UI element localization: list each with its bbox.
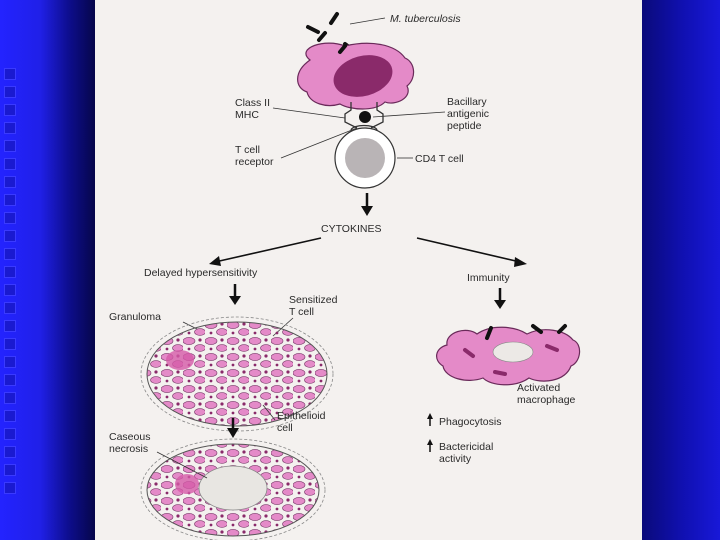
arrow-down-icon — [229, 284, 241, 305]
activated-nuclei — [463, 344, 559, 376]
label-cd4-t-cell: CD4 T cell — [415, 153, 464, 165]
tuberculosis-immunity-diagram: M. tuberculosis Class II MHC Bacillary a… — [95, 0, 642, 540]
label-caseous: Caseous — [109, 431, 150, 443]
label-granuloma: Granuloma — [109, 311, 161, 323]
label-mhc: MHC — [235, 109, 259, 121]
branch-arrows — [209, 237, 527, 267]
antigen-peptide-icon — [359, 111, 371, 123]
macrophage-nucleus — [333, 55, 393, 97]
leader-line — [349, 17, 386, 25]
label-antigenic: antigenic — [447, 108, 489, 120]
label-immunity: Immunity — [467, 272, 510, 284]
label-class-ii: Class II — [235, 97, 270, 109]
label-phagocytosis: Phagocytosis — [439, 416, 501, 428]
phagosome — [492, 341, 534, 363]
bacilli-icon — [485, 324, 567, 340]
arrow-down-icon — [494, 288, 506, 309]
label-receptor: receptor — [235, 156, 274, 168]
label-macrophage: macrophage — [517, 394, 576, 406]
label-peptide: peptide — [447, 120, 482, 132]
label-sensitized: Sensitized — [289, 294, 338, 306]
label-cytokines: CYTOKINES — [321, 223, 382, 235]
label-epithelioid: Epithelioid — [277, 410, 326, 422]
label-delayed-hypersensitivity: Delayed hypersensitivity — [144, 267, 258, 279]
label-necrosis: necrosis — [109, 443, 148, 455]
diagram-canvas: M. tuberculosis Class II MHC Bacillary a… — [109, 12, 581, 540]
label-epithelioid-cell: cell — [277, 422, 293, 434]
arrow-up-icon — [427, 413, 433, 426]
label-bacillary: Bacillary — [447, 96, 487, 108]
mhc-connector — [344, 102, 384, 131]
slide-right-band — [642, 0, 720, 540]
necrotic-core — [198, 465, 268, 511]
label-activity: activity — [439, 453, 472, 465]
arrow-up-icon — [427, 439, 433, 452]
label-t-cell: T cell — [235, 144, 260, 156]
label-bactericidal: Bactericidal — [439, 441, 493, 453]
t-cell-nucleus — [345, 138, 385, 178]
label-activated: Activated — [517, 382, 560, 394]
arrow-down-icon — [227, 418, 239, 438]
label-m-tuberculosis: M. tuberculosis — [390, 13, 461, 25]
label-sensitized-t-cell: T cell — [289, 306, 314, 318]
granuloma-cluster — [146, 321, 328, 427]
arrow-down-icon — [361, 193, 373, 216]
decorative-squares — [4, 68, 18, 500]
